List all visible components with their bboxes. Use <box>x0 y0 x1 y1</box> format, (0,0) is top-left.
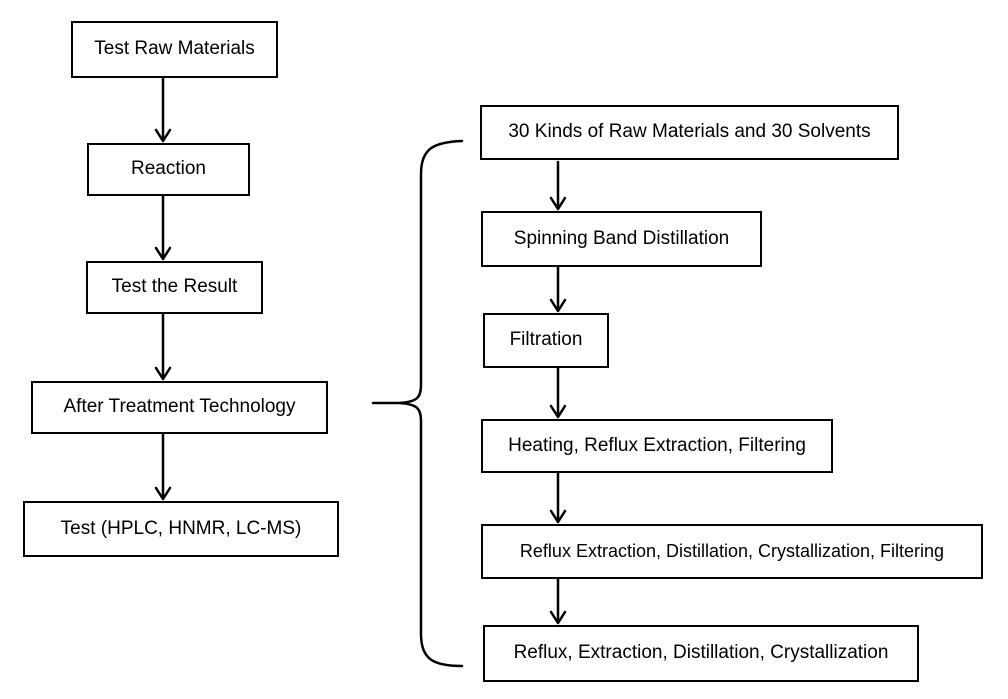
step-label: Reflux Extraction, Distillation, Crystal… <box>519 540 945 561</box>
arrow-down-icon <box>154 194 172 261</box>
step-label: Filtration <box>509 329 583 351</box>
flow-step-heating-reflux-extraction-filtering: Heating, Reflux Extraction, Filtering <box>481 419 833 473</box>
flow-step-after-treatment-technology: After Treatment Technology <box>31 381 328 434</box>
curly-brace-icon <box>371 139 464 668</box>
flow-step-raw-materials-solvents: 30 Kinds of Raw Materials and 30 Solvent… <box>480 105 899 160</box>
arrow-down-icon <box>549 160 567 211</box>
arrow-down-icon <box>154 76 172 143</box>
arrow-down-icon <box>154 312 172 381</box>
step-label: Test the Result <box>111 276 238 298</box>
flow-step-reflux-extraction-distillation-crystallization-filtering: Reflux Extraction, Distillation, Crystal… <box>481 524 983 579</box>
flow-step-spinning-band-distillation: Spinning Band Distillation <box>481 211 762 267</box>
flow-step-reaction: Reaction <box>87 143 250 196</box>
arrow-down-icon <box>154 432 172 501</box>
flow-step-test-the-result: Test the Result <box>86 261 263 314</box>
step-label: Test (HPLC, HNMR, LC-MS) <box>60 517 302 539</box>
flow-step-reflux-extraction-distillation-crystallization: Reflux, Extraction, Distillation, Crysta… <box>483 625 919 682</box>
step-label: Heating, Reflux Extraction, Filtering <box>508 434 806 456</box>
step-label: After Treatment Technology <box>63 396 296 418</box>
arrow-down-icon <box>549 577 567 625</box>
step-label: Reaction <box>131 158 206 180</box>
step-label: Spinning Band Distillation <box>513 227 730 249</box>
arrow-down-icon <box>549 265 567 313</box>
flow-step-test-raw-materials: Test Raw Materials <box>71 21 278 78</box>
arrow-down-icon <box>549 471 567 524</box>
step-label: Test Raw Materials <box>94 38 255 60</box>
flow-step-filtration: Filtration <box>483 313 609 368</box>
step-label: Reflux, Extraction, Distillation, Crysta… <box>513 642 889 664</box>
step-label: 30 Kinds of Raw Materials and 30 Solvent… <box>508 121 871 143</box>
arrow-down-icon <box>549 366 567 419</box>
flow-step-test-hplc-hnmr-lcms: Test (HPLC, HNMR, LC-MS) <box>23 501 339 557</box>
